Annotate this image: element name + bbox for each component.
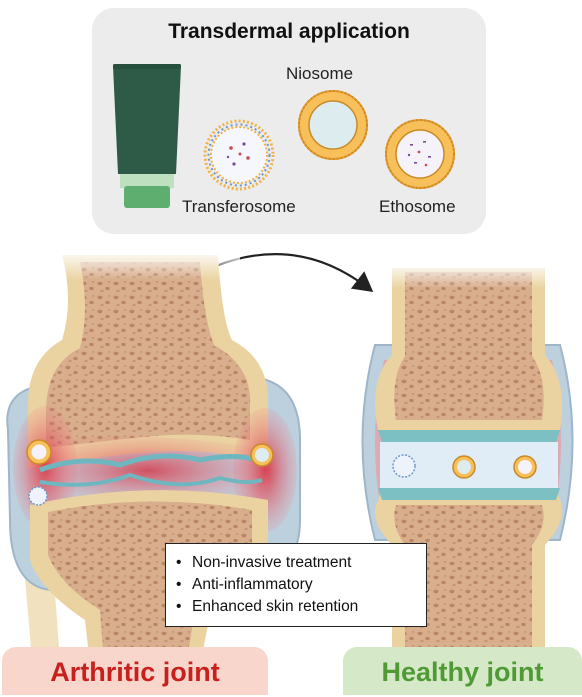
benefit-item: Enhanced skin retention <box>176 596 416 618</box>
benefit-item: Non-invasive treatment <box>176 552 416 574</box>
niosome-icon <box>299 91 367 159</box>
arthritic-joint-label: Arthritic joint <box>2 647 268 695</box>
ethosome-label: Ethosome <box>379 197 456 217</box>
niosome-label: Niosome <box>286 64 353 84</box>
cream-tube-icon <box>113 64 181 208</box>
transdermal-title: Transdermal application <box>92 20 486 44</box>
benefits-box: Non-invasive treatment Anti-inflammatory… <box>165 543 427 627</box>
benefits-list: Non-invasive treatment Anti-inflammatory… <box>176 552 416 618</box>
transferosome-label: Transferosome <box>182 197 296 217</box>
healthy-joint-label: Healthy joint <box>343 647 582 695</box>
benefit-item: Anti-inflammatory <box>176 574 416 596</box>
ethosome-icon <box>386 120 454 188</box>
